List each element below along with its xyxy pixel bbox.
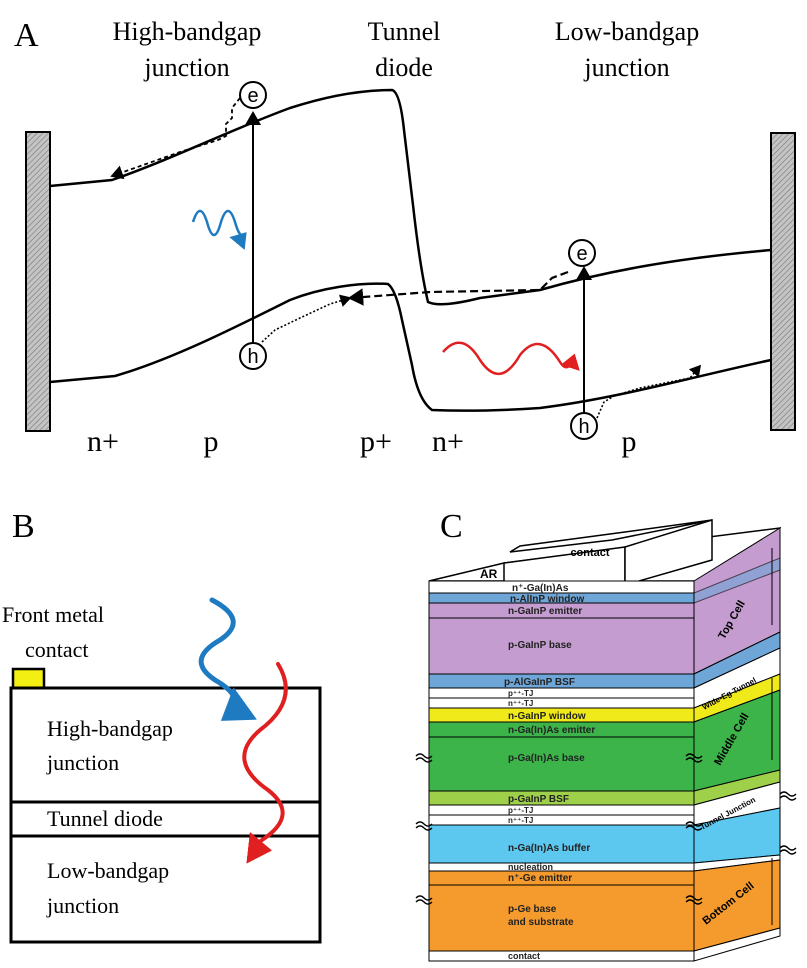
layer-label-2: n-GaInP emitter [508, 606, 582, 617]
hole-drift-high [261, 294, 352, 343]
blue-photon [191, 209, 247, 251]
electron-drift-high [110, 97, 241, 180]
layer-label-14: nucleation [508, 862, 553, 872]
layer-label-18: contact [508, 951, 540, 961]
layer-label-7: n-GaInP window [508, 711, 586, 722]
high-bandgap-label-1: High-bandgap [113, 17, 262, 46]
low-bandgap-layer [9, 834, 322, 944]
hole-low [570, 412, 598, 440]
region-p-1: p [204, 425, 219, 458]
layer-nucleation [428, 862, 695, 872]
b-red-wave [242, 662, 288, 864]
panel-b-letter: B [12, 508, 35, 545]
layer-label-16: p-Ge base [508, 904, 557, 915]
hole-high [239, 342, 267, 370]
layer-ge-substrate [428, 884, 695, 952]
electron-high [239, 81, 267, 109]
panel-b: B Front metal contact High-bandgap junct… [2, 508, 322, 944]
layer-label-4: p-AlGaInP BSF [504, 677, 575, 688]
layer-tj-n-2 [428, 814, 695, 826]
tunnel-diode-layer [9, 800, 322, 838]
b-low-label-1: Low-bandgap [47, 858, 169, 883]
front-contact-label-1: Front metal [2, 602, 104, 627]
valence-band-line [49, 282, 772, 412]
layer-label-8: n-Ga(In)As emitter [508, 725, 595, 736]
region-p-2: p [622, 425, 637, 458]
low-bandgap-label-2: junction [583, 53, 669, 82]
layer-label-17: and substrate [508, 917, 574, 928]
layer-stack-front [428, 580, 695, 962]
layer-stack-side [693, 527, 781, 962]
high-bandgap-layer [9, 686, 322, 804]
hole-low-label: h [578, 416, 589, 438]
layer-label-0: n⁺-Ga(In)As [512, 583, 569, 594]
region-p-plus: p+ [360, 425, 392, 458]
layer-gainas-buffer [428, 824, 695, 864]
layer-gainp-base [428, 617, 695, 675]
region-n-plus-1: n+ [87, 425, 119, 458]
panel-a: A High-bandgap junction Tunnel diode Low… [14, 17, 796, 458]
b-tunnel-label: Tunnel diode [47, 806, 163, 831]
right-contact [770, 132, 796, 431]
contact-block-side [624, 518, 713, 586]
electron-high-label: e [247, 85, 258, 107]
high-bandgap-label-2: junction [143, 53, 229, 82]
layer-label-9: p-Ga(In)As base [508, 753, 585, 764]
panel-a-letter: A [14, 17, 39, 54]
layer-gainas-base [428, 736, 695, 792]
contact-top-label: contact [570, 547, 609, 559]
front-contact-label-2: contact [25, 637, 89, 662]
layer-tj-p-2 [428, 804, 695, 816]
layer-label-1: n-AlInP window [510, 594, 584, 605]
contact-top-face [509, 519, 713, 553]
layer-labels: n⁺-Ga(In)As n-AlInP window n-GaInP emitt… [504, 583, 595, 961]
conduction-band-line [49, 88, 772, 306]
layer-label-5: p⁺⁺-TJ [508, 689, 533, 698]
front-metal-contact [11, 667, 46, 690]
hole-drift-low [596, 364, 702, 419]
layer-label-15: n⁺-Ge emitter [508, 873, 572, 884]
panel-c-letter: C [440, 508, 463, 545]
layer-label-3: p-GaInP base [508, 640, 572, 651]
panel-c: C AR contact [415, 508, 797, 962]
left-contact [25, 131, 51, 432]
low-bandgap-label-1: Low-bandgap [555, 17, 699, 46]
layer-label-6: n⁺⁺-TJ [508, 699, 533, 708]
break-marks [415, 753, 797, 905]
layer-tj-n [428, 697, 695, 709]
layer-label-10: p-GaInP BSF [508, 794, 569, 805]
electron-low-label: e [576, 243, 587, 265]
ar-label: AR [480, 567, 498, 581]
layer-tj-p [428, 687, 695, 699]
region-n-plus-2: n+ [432, 425, 464, 458]
b-high-label-2: junction [46, 750, 119, 775]
b-blue-wave [198, 597, 257, 721]
hole-high-label: h [247, 346, 258, 368]
layer-label-11: p⁺⁺-TJ [508, 806, 533, 815]
red-photon [442, 341, 580, 376]
b-low-label-2: junction [46, 893, 119, 918]
tunnel-diode-label-2: diode [375, 53, 433, 82]
layer-label-13: n-Ga(In)As buffer [508, 843, 590, 854]
layer-label-12: n⁺⁺-TJ [508, 816, 533, 825]
tunnel-current-arrow [347, 270, 569, 306]
layer-contact-bottom [428, 950, 695, 962]
electron-low [568, 239, 596, 267]
b-high-label-1: High-bandgap [47, 716, 173, 741]
tunnel-diode-label-1: Tunnel [368, 17, 441, 46]
